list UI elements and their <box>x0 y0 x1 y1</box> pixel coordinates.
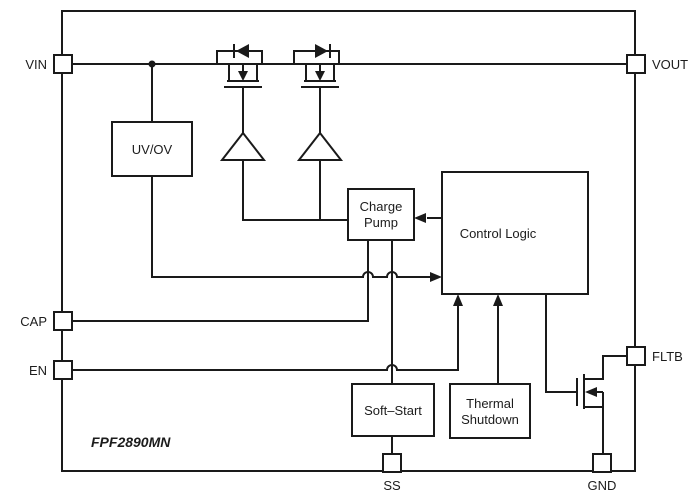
junction-dot <box>148 60 156 68</box>
nmos-body-arrow <box>585 387 597 397</box>
pass-fet-icon <box>293 44 340 88</box>
pins: VIN VOUT CAP EN FLTB SS GND <box>20 54 688 493</box>
pin-gnd-label: GND <box>588 478 617 493</box>
block-control-logic-label: Control Logic <box>460 226 537 241</box>
pin-en-label: EN <box>29 363 47 378</box>
body-diode-icon <box>236 44 249 58</box>
block-charge-pump-label-1: Charge <box>360 199 403 214</box>
pin-cap-label: CAP <box>20 314 47 329</box>
arrowhead-thermal-into-control-logic <box>493 294 503 306</box>
gate-driver-triangle-icon <box>296 131 344 161</box>
block-charge-pump <box>347 188 415 241</box>
pin-vout <box>626 54 646 74</box>
block-soft-start <box>351 383 435 437</box>
pin-vin <box>53 54 73 74</box>
block-uv-ov <box>111 121 193 177</box>
arrowhead-into-charge-pump <box>414 213 426 223</box>
pin-ss <box>382 453 402 473</box>
block-charge-pump-label-2: Pump <box>364 215 398 230</box>
block-thermal-shutdown <box>449 383 531 439</box>
fet-body-arrow <box>315 71 325 81</box>
pin-en <box>53 360 73 380</box>
arrowhead-into-control-logic-left <box>430 272 442 282</box>
nmos-drain-to-fltb <box>584 355 627 380</box>
wire-uvov-to-control-logic <box>151 176 431 278</box>
wires <box>72 60 627 454</box>
ic-boundary <box>61 10 636 472</box>
wire-driver-to-gates <box>242 87 321 133</box>
block-soft-start-label: Soft–Start <box>364 403 422 418</box>
block-uv-ov-label: UV/OV <box>132 142 173 157</box>
pin-vout-label: VOUT <box>652 57 688 72</box>
pin-gnd <box>592 453 612 473</box>
pin-ss-label: SS <box>383 478 401 493</box>
arrowhead-en-into-control-logic <box>453 294 463 306</box>
block-thermal-shutdown-label-2: Shutdown <box>461 412 519 427</box>
wire-charge-pump-to-drivers <box>242 160 348 221</box>
pin-fltb-label: FLTB <box>652 349 683 364</box>
body-diode-loop <box>216 50 263 64</box>
part-number-label: FPF2890MN <box>91 434 171 450</box>
fet-body-arrow <box>238 71 248 81</box>
block-control-logic <box>441 171 589 295</box>
blocks: UV/OV Charge Pump Control Logic Soft–Sta… <box>111 121 589 439</box>
fault-nmos-icon <box>576 355 627 454</box>
wire-control-logic-to-fault-gate <box>545 294 576 393</box>
pin-fltb <box>626 346 646 366</box>
fet-contacts <box>228 64 258 81</box>
block-thermal-shutdown-label-1: Thermal <box>466 396 514 411</box>
pin-vin-label: VIN <box>25 57 47 72</box>
body-diode-icon <box>315 44 328 58</box>
wire-cap-to-charge-pump <box>72 240 369 322</box>
wire-en-to-control-logic <box>72 306 459 371</box>
fet-contacts <box>305 64 335 81</box>
pin-cap <box>53 311 73 331</box>
pass-fet-icon <box>216 44 263 88</box>
gate-driver-triangle-icon <box>219 131 267 161</box>
